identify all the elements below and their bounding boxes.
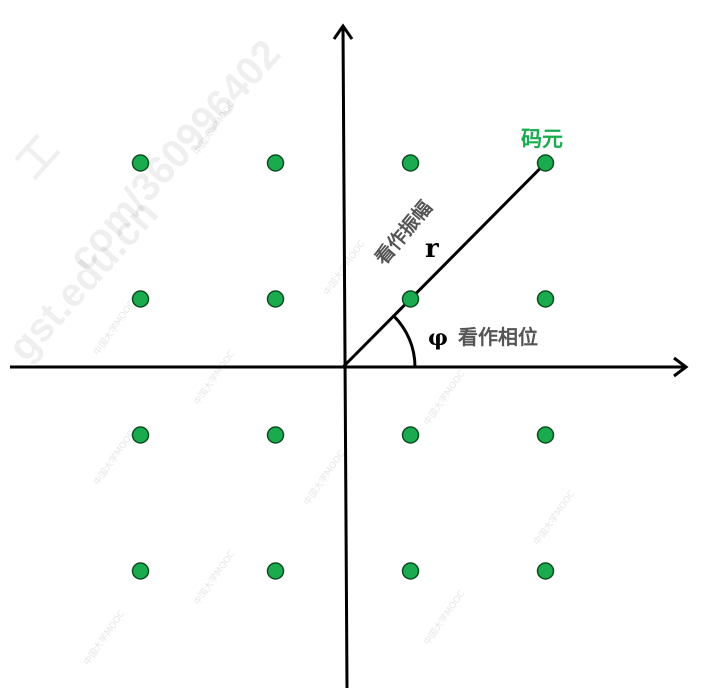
points-group (131, 154, 555, 580)
constellation-point (131, 154, 150, 172)
phase-label: 看作相位 (458, 325, 538, 349)
constellation-point (536, 154, 555, 172)
vector-group (341, 161, 547, 369)
constellation-point (401, 426, 420, 444)
constellation-point (266, 290, 285, 308)
x-axis-arrowhead (673, 356, 689, 378)
constellation-point (266, 426, 285, 444)
y-axis-line (341, 25, 349, 689)
r-label: r (425, 234, 439, 264)
constellation-point (536, 562, 555, 580)
axes (10, 23, 689, 689)
vector-r-line (341, 161, 547, 369)
constellation-point (131, 290, 150, 308)
constellation-point (536, 426, 555, 444)
constellation-point (131, 426, 150, 444)
constellation-point (536, 290, 555, 308)
labels-group: 码元 看作振幅 r φ 看作相位 (370, 127, 563, 351)
symbol-label: 码元 (521, 127, 563, 151)
phi-label: φ (428, 325, 448, 351)
constellation-point (401, 562, 420, 580)
y-axis-arrowhead (332, 23, 354, 40)
constellation-point (266, 154, 285, 172)
constellation-point (266, 562, 285, 580)
constellation-point (401, 154, 420, 172)
constellation-point (401, 290, 420, 308)
constellation-point (131, 562, 150, 580)
phase-arc (392, 314, 417, 368)
